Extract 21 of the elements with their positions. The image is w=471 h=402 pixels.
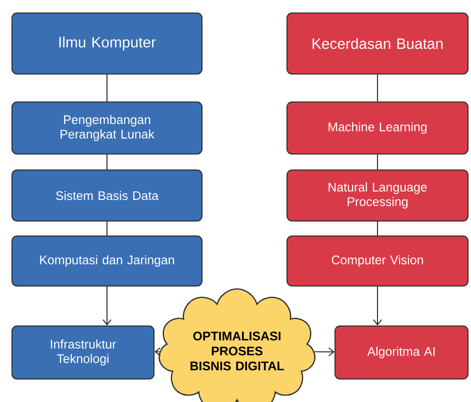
- connector: [377, 74, 378, 102]
- connector: [373, 286, 382, 326]
- category-box: Machine Learning: [286, 102, 468, 154]
- category-box: Ilmu Komputer: [12, 12, 202, 74]
- connector: [314, 347, 334, 356]
- category-box: Sistem Basis Data: [12, 170, 202, 222]
- category-box: Komputasi dan Jaringan: [12, 236, 202, 286]
- connector: [377, 154, 378, 170]
- connector: [106, 221, 108, 236]
- connector: [102, 286, 112, 326]
- category-box: Kecerdasan Buatan: [286, 12, 468, 74]
- category-box: Pengembangan Perangkat Lunak: [12, 102, 202, 154]
- connector: [106, 74, 108, 102]
- goal-cloud: OPTIMALISASI PROSES BISNIS DIGITAL: [158, 288, 316, 402]
- connector: [106, 154, 108, 170]
- category-box: Computer Vision: [286, 236, 468, 286]
- connector: [154, 347, 161, 356]
- category-box: Algoritma AI: [334, 326, 468, 380]
- category-box: Natural Language Processing: [286, 170, 468, 222]
- connector: [377, 221, 378, 236]
- category-box: Infrastruktur Teknologi: [12, 326, 154, 380]
